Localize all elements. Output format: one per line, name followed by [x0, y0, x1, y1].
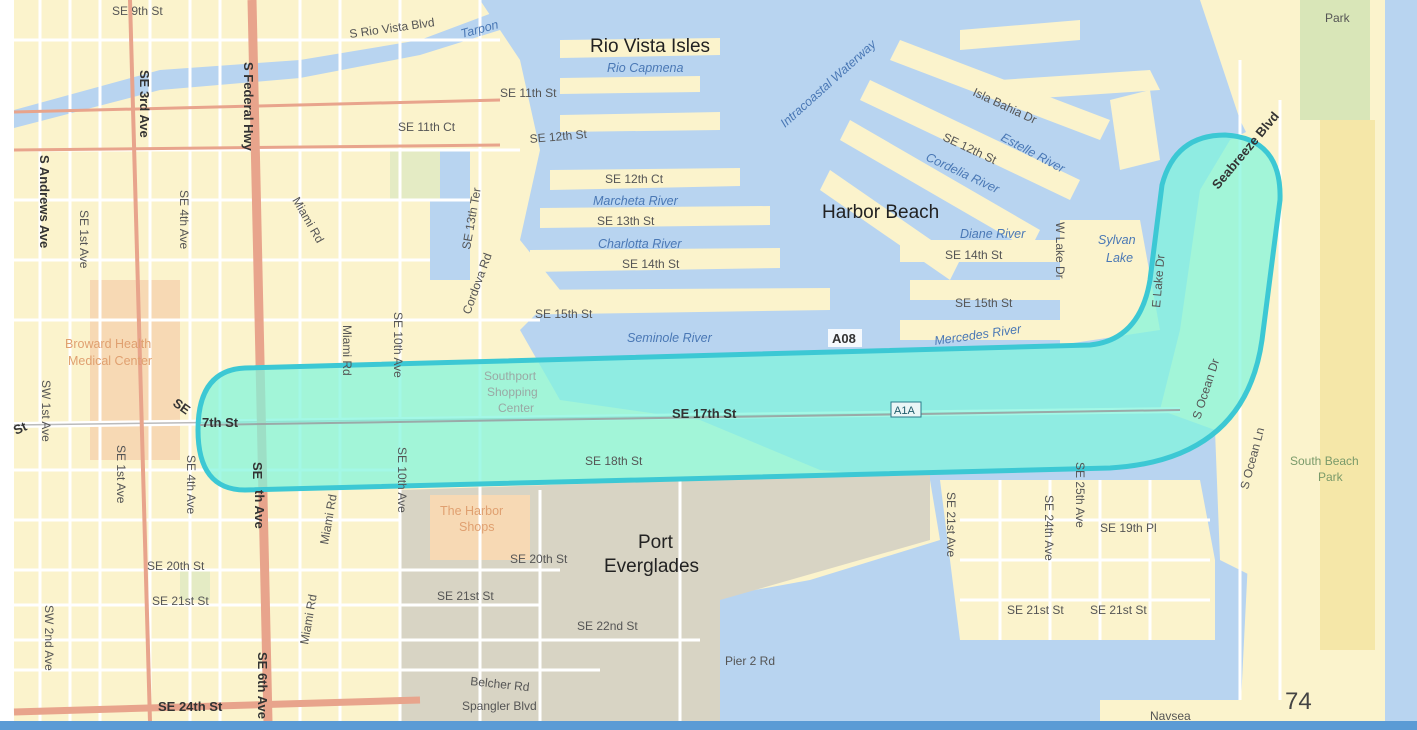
label-navsea: Navsea: [1150, 709, 1191, 723]
street-grid: [14, 0, 1282, 722]
label-southport-3: Center: [498, 401, 534, 415]
label-se21st-port: SE 21st St: [437, 589, 494, 603]
label-se20th-port: SE 20th St: [510, 552, 568, 566]
label-sylvan: Sylvan: [1098, 233, 1136, 247]
label-se15th: SE 15th St: [535, 307, 593, 321]
label-se11th-ct: SE 11th Ct: [398, 120, 456, 134]
label-south-beach-1: South Beach: [1290, 454, 1359, 468]
label-spangler: Spangler Blvd: [462, 699, 537, 713]
label-sw2nd-ave: SW 2nd Ave: [42, 605, 56, 671]
label-e-lake-dr: E Lake Dr: [1149, 254, 1168, 308]
label-se4th-ave: SE 4th Ave: [177, 190, 191, 249]
label-w-lake-dr: W Lake Dr: [1053, 222, 1067, 279]
label-se20th: SE 20th St: [147, 559, 205, 573]
label-broward-1: Broward Health: [65, 337, 151, 351]
shield-a1a-box: [890, 401, 922, 418]
label-sw1st-ave: SW 1st Ave: [39, 380, 53, 442]
water-canal-3: [560, 325, 830, 350]
label-lake: Lake: [1106, 251, 1133, 265]
label-rio-vista-isles: Rio Vista Isles: [590, 36, 710, 57]
label-se10th-ave-low: SE 10th Ave: [395, 447, 409, 513]
label-se19th-pl: SE 19th Pl: [1100, 521, 1157, 535]
label-broward-2: Medical Center: [68, 354, 152, 368]
label-se21st: SE 21st St: [152, 594, 209, 608]
label-s-federal: S Federal Hwy: [241, 62, 256, 152]
label-se18th: SE 18th St: [585, 454, 643, 468]
label-se14th-east: SE 14th St: [945, 248, 1003, 262]
label-se22nd: SE 22nd St: [577, 619, 638, 633]
green-area-1: [390, 150, 440, 200]
label-park-top: Park: [1325, 11, 1351, 25]
label-se21st-ave: SE 21st Ave: [944, 492, 958, 557]
label-se17th: SE 17th St: [672, 406, 737, 421]
label-se12th: SE 12th St: [529, 127, 588, 146]
label-th-ave-lower: th Ave: [252, 490, 267, 529]
label-se24th: SE 24th St: [158, 699, 223, 714]
shield-a08-bg: [828, 329, 862, 347]
label-se-fed-lower: SE: [250, 462, 265, 480]
corridor-highlight[interactable]: [195, 132, 1283, 493]
label-se13th: SE 13th St: [597, 214, 655, 228]
label-se15th-east: SE 15th St: [955, 296, 1013, 310]
shield-a08: A08: [832, 331, 856, 346]
broward-health-area: [90, 280, 180, 460]
park-top-right: [1300, 0, 1370, 120]
label-se14th: SE 14th St: [622, 257, 680, 271]
beach-dunes: [1320, 120, 1375, 650]
left-margin: [0, 0, 14, 730]
label-se21st-east-1: SE 21st St: [1007, 603, 1064, 617]
water-ocean: [1385, 0, 1417, 722]
label-harbor-shops-1: The Harbor: [440, 504, 503, 518]
label-miami-rd-mid: Miami Rd: [340, 325, 354, 376]
label-se24th-ave: SE 24th Ave: [1042, 495, 1056, 561]
label-charlotta: Charlotta River: [598, 237, 682, 251]
label-seminole: Seminole River: [627, 331, 713, 345]
green-area-2: [180, 570, 210, 600]
major-roads: [13, 0, 501, 723]
label-se21st-east-2: SE 21st St: [1090, 603, 1147, 617]
label-se1st-ave-lower: SE 1st Ave: [114, 445, 128, 504]
label-se4th-ave-lower: SE 4th Ave: [184, 455, 198, 514]
label-pier2: Pier 2 Rd: [725, 654, 775, 668]
label-se9th: SE 9th St: [112, 4, 163, 18]
label-south-beach-2: Park: [1318, 470, 1344, 484]
label-belcher: Belcher Rd: [470, 674, 531, 694]
corridor-road-center: [199, 409, 1181, 426]
page-number: 74: [1285, 688, 1312, 715]
label-marcheta: Marcheta River: [593, 194, 679, 208]
port-area: [400, 470, 930, 722]
label-rio-capmena: Rio Capmena: [607, 61, 683, 75]
label-diane: Diane River: [960, 227, 1026, 241]
label-harbor-beach: Harbor Beach: [822, 202, 939, 223]
label-everglades: Everglades: [604, 556, 699, 577]
label-se6th-ave: SE 6th Ave: [255, 652, 270, 719]
label-southport-2: Shopping: [487, 385, 538, 399]
label-harbor-shops-2: Shops: [459, 520, 494, 534]
label-7th-left: 7th St: [202, 415, 239, 430]
label-southport-1: Southport: [484, 369, 537, 383]
shield-a1a: A1A: [894, 405, 915, 417]
label-se11th: SE 11th St: [500, 86, 557, 100]
bottom-accent-bar: [0, 721, 1417, 730]
label-se12th-ct: SE 12th Ct: [605, 172, 664, 186]
label-se1st-ave: SE 1st Ave: [77, 210, 91, 269]
label-port: Port: [638, 532, 674, 553]
label-se10th-ave: SE 10th Ave: [391, 312, 405, 378]
label-se25th-ave: SE 25th Ave: [1073, 462, 1087, 528]
label-s-andrews: S Andrews Ave: [37, 155, 52, 248]
label-se3rd-ave: SE 3rd Ave: [137, 70, 152, 138]
